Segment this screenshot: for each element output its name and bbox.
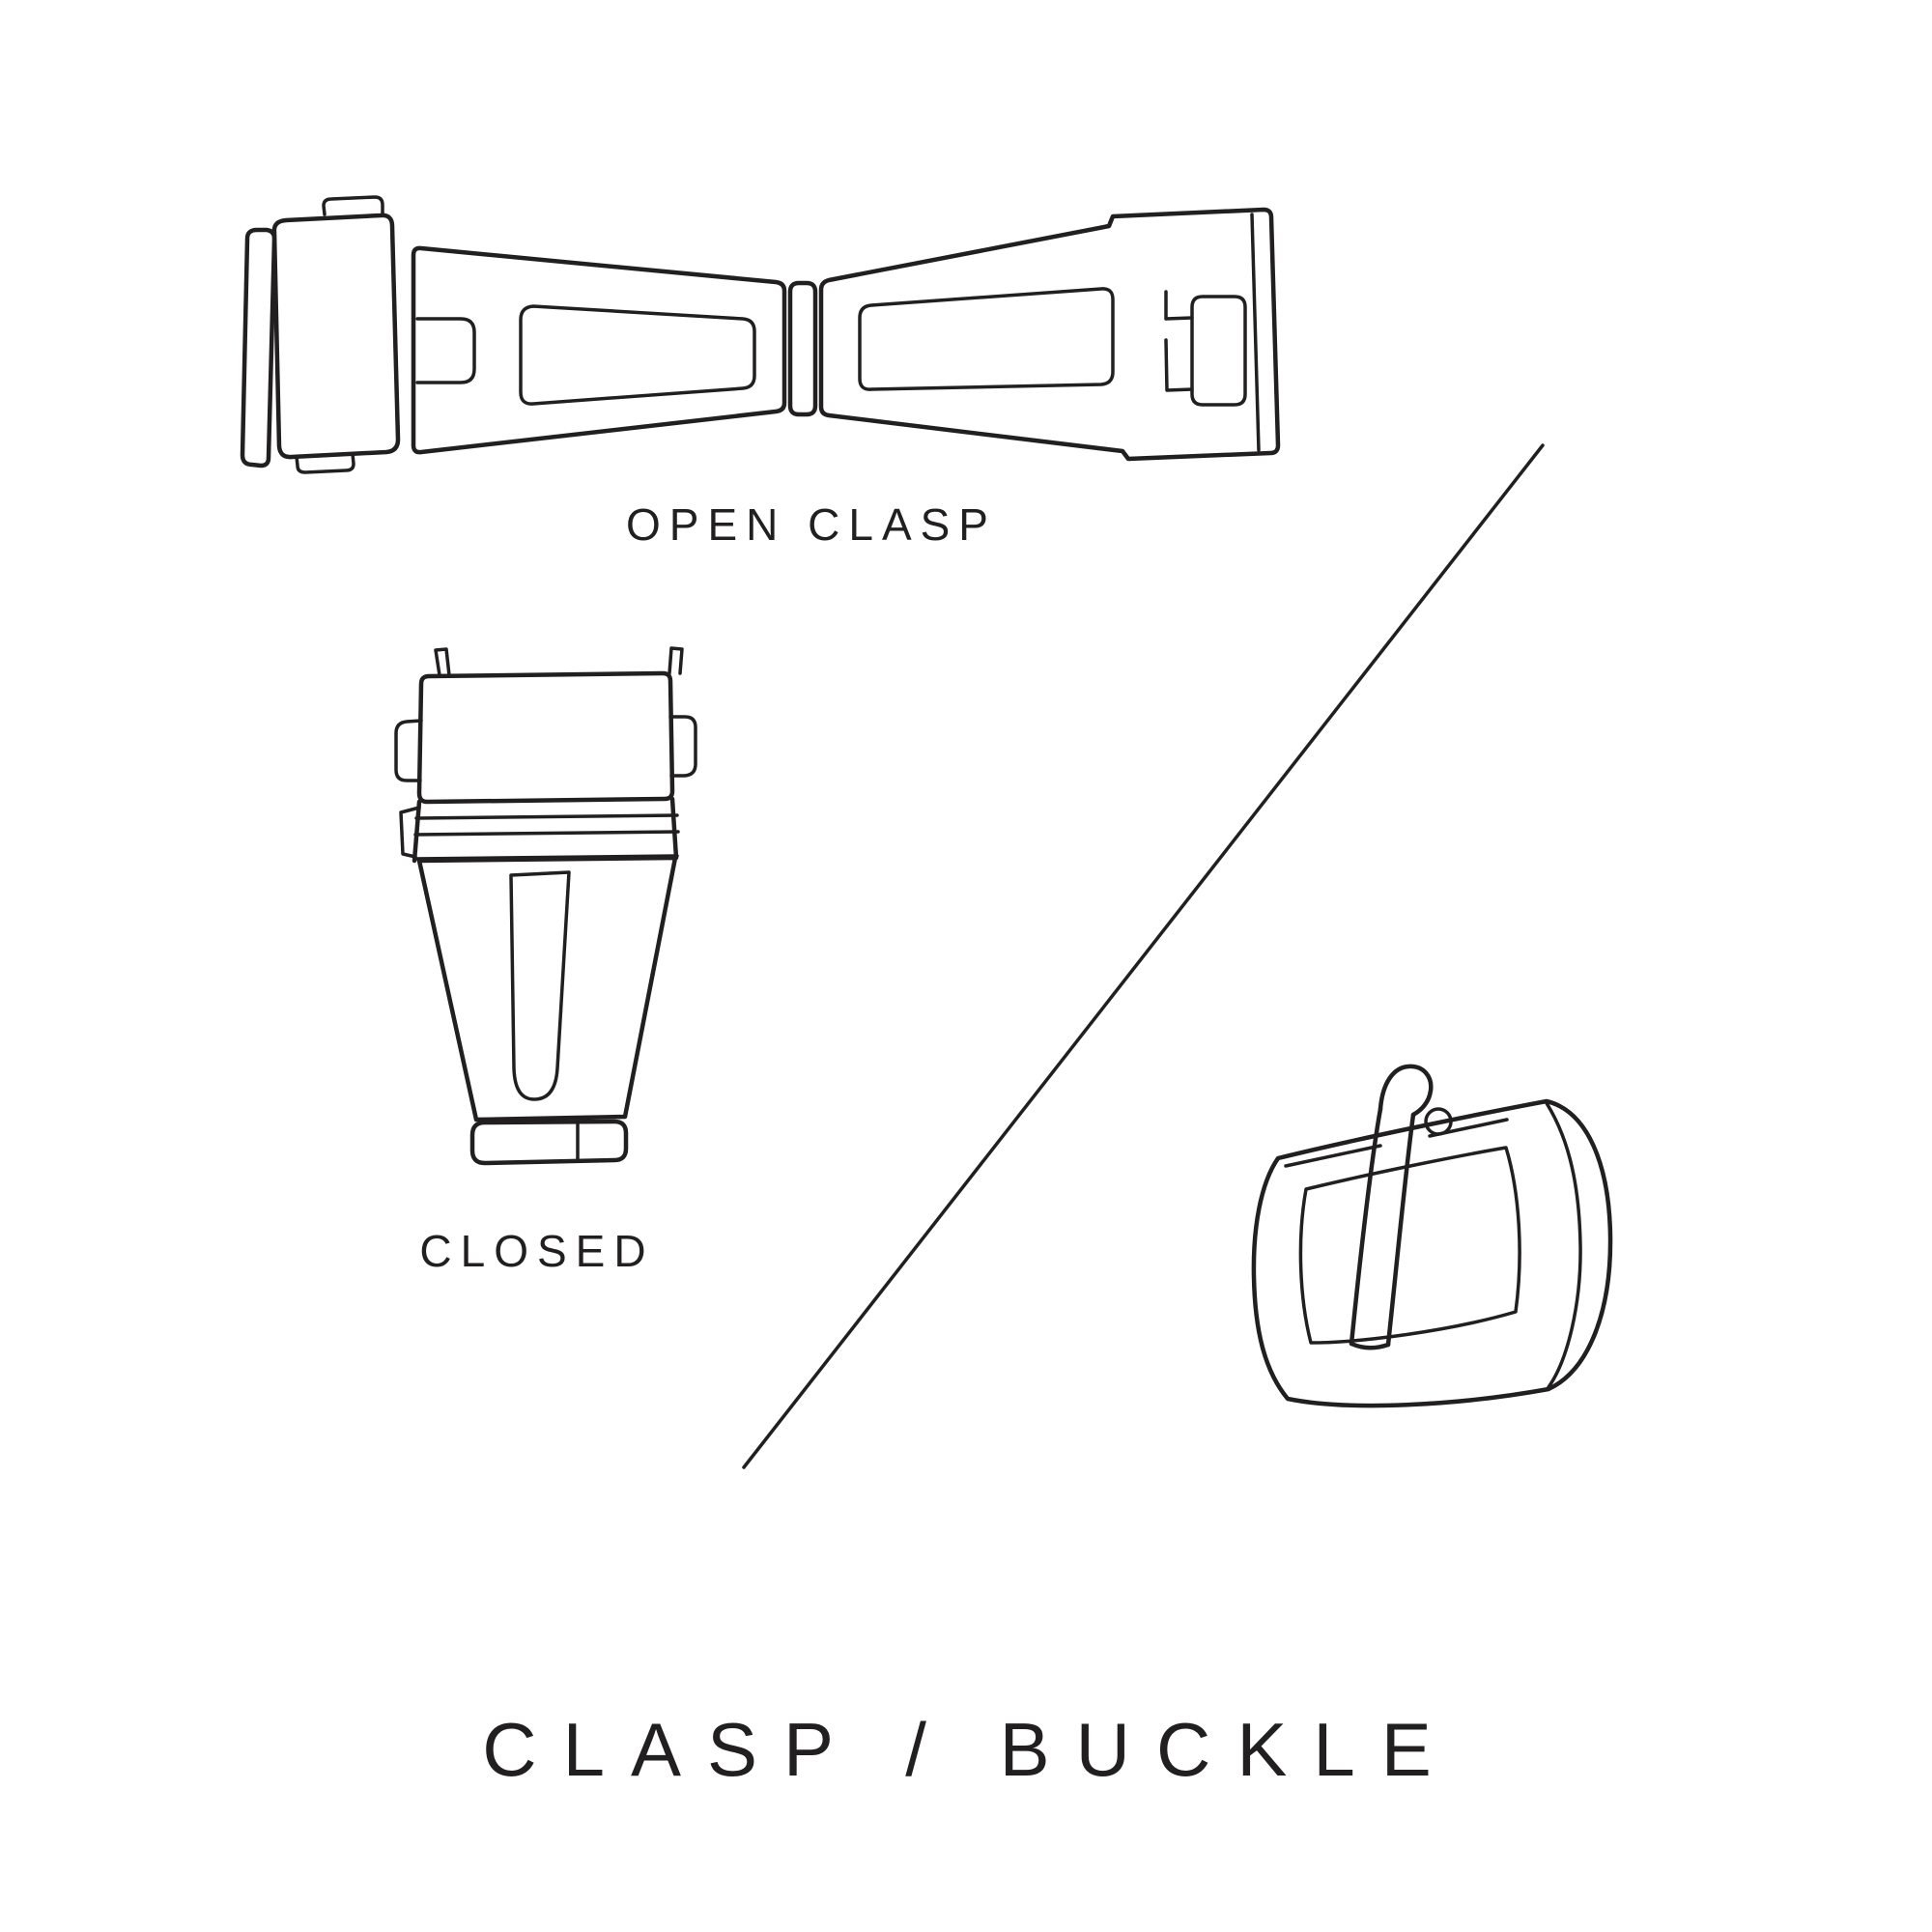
diagram-title: CLASP / BUCKLE xyxy=(482,1707,1458,1792)
tang-buckle-illustration xyxy=(1251,1064,1613,1408)
open-clasp-illustration xyxy=(240,195,1281,474)
open-clasp-label: OPEN CLASP xyxy=(626,499,997,550)
divider-line xyxy=(742,443,1545,1469)
closed-clasp-illustration xyxy=(394,646,697,1166)
closed-clasp-label: CLOSED xyxy=(419,1226,655,1276)
